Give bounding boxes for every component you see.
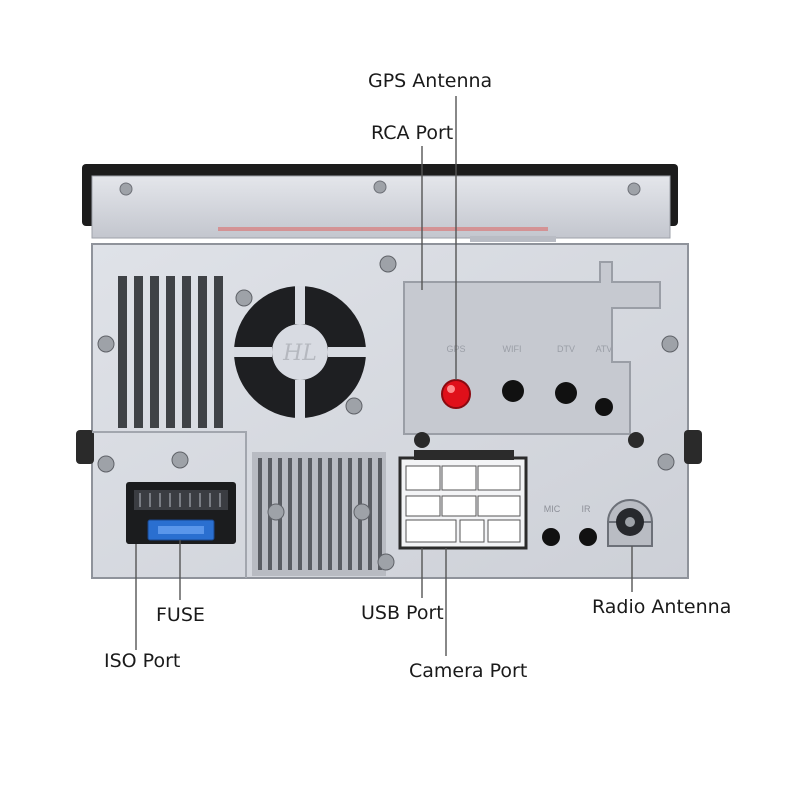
gps-antenna-connector	[441, 379, 471, 409]
screw	[345, 397, 363, 415]
dtv-connector	[555, 382, 577, 404]
radio-antenna-label: Radio Antenna	[592, 596, 732, 618]
fan-logo: HL	[282, 341, 317, 366]
gps-antenna-label: GPS Antenna	[368, 70, 493, 92]
atv-mark: ATV	[596, 344, 613, 354]
camera-port-label: Camera Port	[409, 660, 528, 682]
screw	[97, 335, 115, 353]
fuse-label: FUSE	[156, 604, 205, 626]
screw	[119, 182, 133, 196]
screw	[379, 255, 397, 273]
screw	[267, 503, 285, 521]
screw	[373, 180, 387, 194]
screw	[414, 432, 430, 448]
atv-connector	[595, 398, 613, 416]
screw	[627, 182, 641, 196]
screw	[171, 451, 189, 469]
mic-jack	[542, 528, 560, 546]
ir-jack	[579, 528, 597, 546]
mic-mark: MIC	[544, 504, 561, 514]
screw	[235, 289, 253, 307]
wifi-mark: WIFI	[503, 344, 522, 354]
screw	[353, 503, 371, 521]
dtv-mark: DTV	[557, 344, 575, 354]
screw	[97, 455, 115, 473]
rca-port-label: RCA Port	[371, 122, 454, 144]
wifi-connector	[502, 380, 524, 402]
usb-port-label: USB Port	[361, 602, 444, 624]
ir-mark: IR	[582, 504, 592, 514]
screw	[377, 553, 395, 571]
screw	[661, 335, 679, 353]
left-vent	[118, 276, 223, 428]
screw	[628, 432, 644, 448]
leader-lines	[135, 96, 633, 656]
cooling-fan	[234, 286, 366, 418]
screw	[657, 453, 675, 471]
iso-port-label: ISO Port	[104, 650, 181, 672]
